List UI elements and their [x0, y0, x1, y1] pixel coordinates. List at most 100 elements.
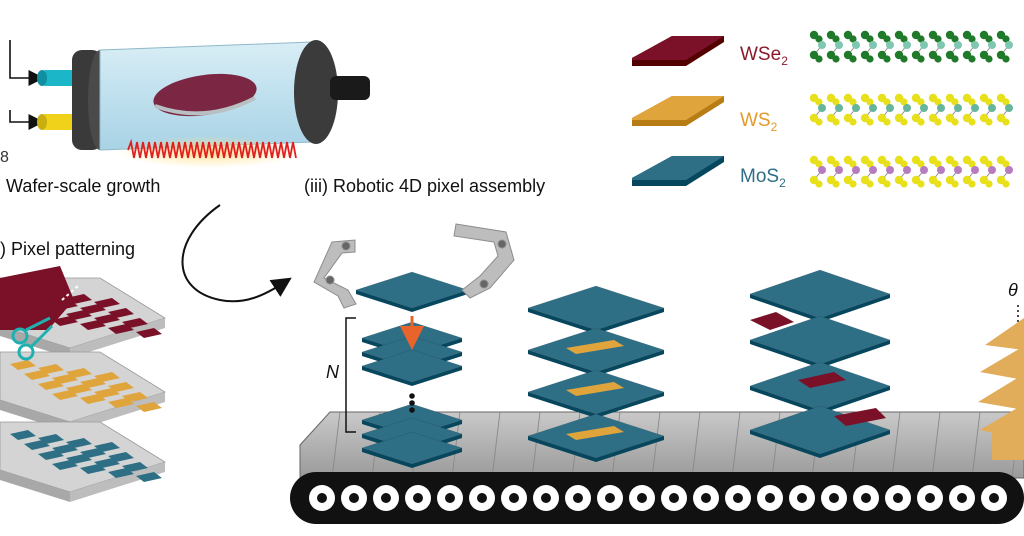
lattice-atom-metal	[1005, 41, 1013, 49]
pixel	[24, 440, 50, 450]
lattice-atom-bottom	[832, 180, 840, 188]
lattice-atom-top	[951, 35, 959, 43]
roller-hub	[605, 493, 615, 503]
lattice-atom-top	[832, 35, 840, 43]
pixel	[94, 442, 120, 452]
pixel	[108, 398, 134, 408]
lattice-atom-bottom	[815, 118, 823, 126]
ws2-strip	[566, 382, 624, 396]
roller-hub	[573, 493, 583, 503]
roller-hub	[413, 493, 423, 503]
lattice-atom-bottom	[883, 118, 891, 126]
legend-wse2: WSe2	[740, 44, 788, 68]
lattice-atom-metal	[937, 41, 945, 49]
lattice-atom-bottom	[866, 55, 874, 63]
lattice-atom-bottom	[968, 180, 976, 188]
lattice-atom-bottom	[985, 118, 993, 126]
lattice-atom-metal	[988, 41, 996, 49]
lattice-atom-top	[985, 98, 993, 106]
process-arrow	[181, 204, 292, 303]
pixel	[122, 318, 148, 328]
roller-hub	[733, 493, 743, 503]
assembly-label: (iii) Robotic 4D pixel assembly	[304, 176, 546, 196]
stack3-layer	[749, 315, 891, 365]
roller-hub	[381, 493, 391, 503]
lattice-atom-top	[934, 98, 942, 106]
pixel	[66, 384, 92, 394]
lattice-atom-bottom	[815, 180, 823, 188]
pixel	[66, 438, 92, 448]
pixel	[136, 402, 162, 412]
lattice-atom-bottom	[934, 118, 942, 126]
lattice-atom-metal	[954, 104, 962, 112]
lattice-atom-metal	[869, 166, 877, 174]
lattice-atom-bottom	[968, 55, 976, 63]
lattice-atom-bottom	[883, 55, 891, 63]
lattice-atom-metal	[988, 104, 996, 112]
pixel	[10, 360, 36, 370]
legend-wse2-base: WSe	[740, 44, 782, 65]
layer-stacks	[355, 269, 891, 468]
lattice-atom-bottom	[917, 180, 925, 188]
belt-slat	[971, 411, 981, 479]
lattice-atom-top	[900, 35, 908, 43]
stack-count-label: N	[326, 362, 339, 382]
swatch-wse2	[632, 36, 724, 60]
roller-hub	[829, 493, 839, 503]
lattice-atom-top	[883, 160, 891, 168]
stack-bracket	[345, 317, 356, 433]
lattice-atom-top	[866, 160, 874, 168]
lattice-atom-metal	[903, 166, 911, 174]
roller-hub	[797, 493, 807, 503]
pixel	[80, 394, 106, 404]
lattice-atom-top	[815, 35, 823, 43]
roller-hub	[477, 493, 487, 503]
lattice-atom-bottom	[900, 180, 908, 188]
lattice-atom-top	[866, 98, 874, 106]
roller-hub	[541, 493, 551, 503]
lattice-atom-bottom	[917, 55, 925, 63]
pixel	[122, 462, 148, 472]
lattice-atom-top	[951, 160, 959, 168]
angle-label: θ	[1008, 280, 1018, 300]
lattice-atom-metal	[903, 104, 911, 112]
lattice-atom-metal	[835, 41, 843, 49]
lattice-atom-top	[866, 35, 874, 43]
roller-hub	[637, 493, 647, 503]
stack2-layer	[527, 285, 665, 331]
lattice-atom-metal	[1005, 104, 1013, 112]
growth-label: Wafer-scale growth	[6, 176, 161, 196]
stack1-layer	[361, 431, 463, 465]
legend-ws2-base: WS	[740, 110, 771, 131]
pixel	[94, 388, 120, 398]
belt-slat	[491, 411, 501, 479]
roller-hub	[445, 493, 455, 503]
legend-swatches	[632, 36, 724, 186]
pixel	[52, 460, 78, 470]
ws2-strip	[566, 426, 624, 440]
lattice-atom-metal	[818, 104, 826, 112]
lattice-atom-top	[849, 98, 857, 106]
belt-slat	[331, 411, 341, 479]
pixel	[52, 444, 78, 454]
wse2-strip	[834, 408, 886, 426]
lattice-atom-top	[985, 35, 993, 43]
lattice-atom-metal	[818, 41, 826, 49]
legend-wse2-sub: 2	[781, 53, 788, 68]
legend-ws2: WS2	[740, 110, 777, 134]
roller-hub	[861, 493, 871, 503]
lattice-atom-top	[934, 35, 942, 43]
lattice-atom-bottom	[1002, 55, 1010, 63]
lattice-atom-metal	[1005, 166, 1013, 174]
lattice-atom-metal	[869, 104, 877, 112]
roller-hub	[669, 493, 679, 503]
legend-ws2-sub: 2	[770, 119, 778, 134]
pixel	[38, 364, 64, 374]
lattice-atom-bottom	[900, 118, 908, 126]
pixel	[94, 458, 120, 468]
belt-slat	[731, 411, 741, 479]
lattice-atom-metal	[920, 41, 928, 49]
lattice-atom-metal	[852, 166, 860, 174]
ellipsis-dots	[409, 393, 415, 413]
ws2-strip	[566, 340, 624, 354]
